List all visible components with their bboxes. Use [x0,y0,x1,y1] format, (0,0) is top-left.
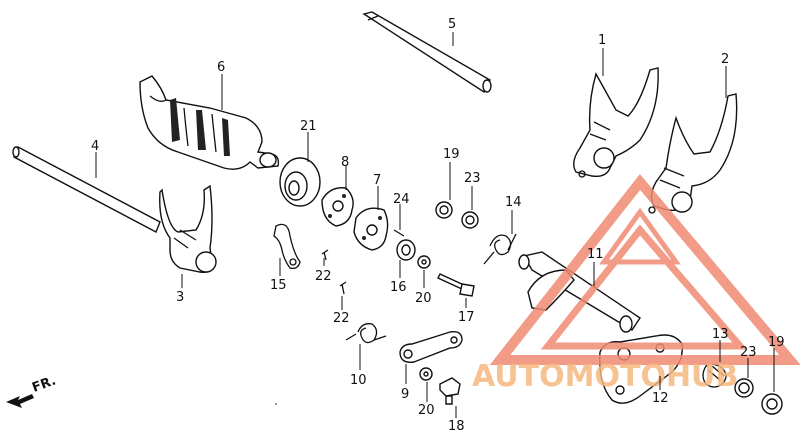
part-2-shift-fork [648,93,738,214]
part-4-shift-fork-shaft [12,146,161,233]
part-9-stopper-arm [399,330,463,363]
part-16-collar [396,239,416,261]
leader-lines [95,32,775,418]
part-17-bolt [437,273,475,297]
callout-15: 15 [270,278,287,293]
callout-18: 18 [448,419,465,434]
callout-13: 13 [712,327,729,342]
part-20a-washer [417,255,431,269]
callout-8: 8 [341,155,349,170]
callout-labels: 1 2 3 4 5 6 7 8 9 10 11 12 13 14 15 16 1… [91,17,785,434]
direction-label: FR. [30,373,58,395]
part-20b-washer [419,367,433,381]
callout-10: 10 [350,373,367,388]
part-19a-washer [435,201,453,219]
part-8-drum-cam [321,187,354,227]
callout-16: 16 [390,280,407,295]
part-3-shift-fork [159,184,217,273]
part-5-shift-fork-shaft [362,11,492,94]
part-10-stopper-spring [345,323,387,344]
part-23b-circlip [734,378,754,398]
callout-5: 5 [448,17,456,32]
part-21-bearing [279,157,321,207]
callout-17: 17 [458,310,475,325]
callout-22b: 22 [333,311,350,326]
watermark-text: AUTOMOTOHUB [472,359,738,394]
callout-21: 21 [300,119,317,134]
part-7-plate [353,207,389,251]
callout-23a: 23 [464,171,481,186]
callout-19a: 19 [443,147,460,162]
callout-7: 7 [373,173,381,188]
callout-19b: 19 [768,335,785,350]
callout-22a: 22 [315,269,332,284]
part-1-shift-fork [573,67,659,178]
callout-20b: 20 [418,403,435,418]
part-15-stopper-plate [273,223,301,270]
part-18-bolt [439,377,461,405]
part-22a-pin [321,249,329,261]
callout-1: 1 [598,33,606,48]
callout-24: 24 [393,192,410,207]
callout-3: 3 [176,290,184,305]
front-direction-marker: FR. [6,373,58,408]
watermark-logo [489,174,800,365]
part-19b-washer [761,393,783,415]
callout-2: 2 [721,52,729,67]
callout-4: 4 [91,139,99,154]
callout-9: 9 [401,387,409,402]
arrow-icon [6,394,34,408]
part-13-spring [702,363,727,388]
callout-12: 12 [652,391,669,406]
part-23a-circlip [461,211,479,229]
callout-14: 14 [505,195,522,210]
part-14-return-spring [483,233,517,265]
callout-23b: 23 [740,345,757,360]
callout-6: 6 [217,60,225,75]
part-6-shift-drum [139,75,280,170]
callout-11: 11 [587,247,604,262]
part-24-pin [393,229,405,237]
part-22b-pin [339,281,347,295]
callout-20a: 20 [415,291,432,306]
